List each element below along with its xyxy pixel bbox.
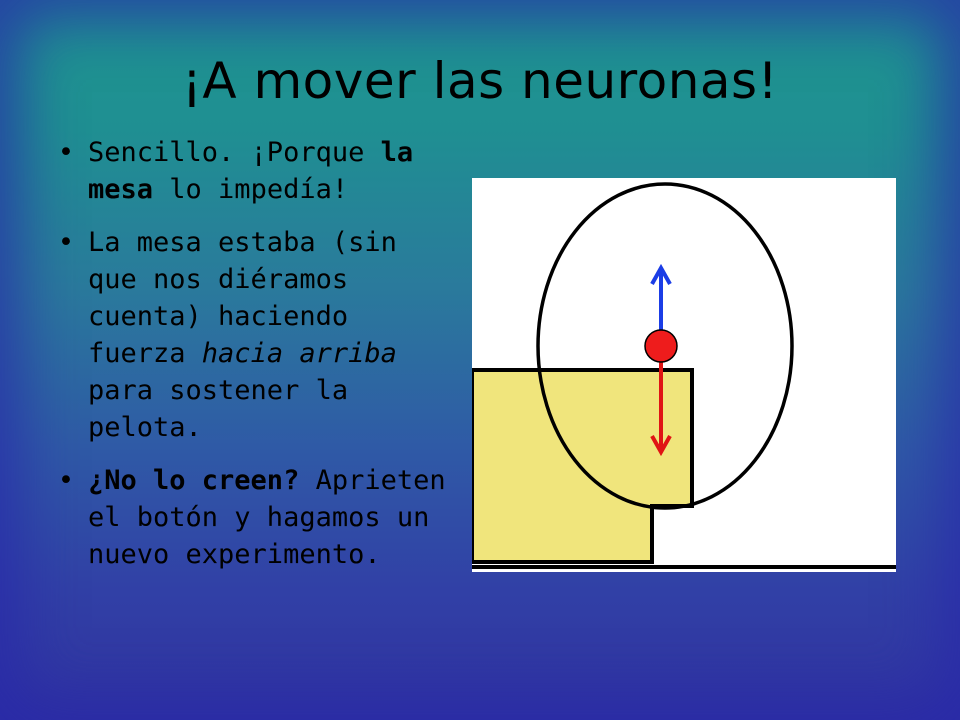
- bullet-3-text-b: Aprieten el botón y hagamos un nuevo exp…: [88, 465, 446, 570]
- bullet-list: • Sencillo. ¡Porque la mesa lo impedía! …: [50, 134, 450, 589]
- bullet-2-text-italic: hacia arriba: [201, 338, 397, 369]
- bullet-2-text-a: La mesa estaba (sin que nos diéramos cue…: [88, 227, 397, 369]
- bullet-1-text-bold: la mesa: [88, 137, 414, 205]
- arrow-up-icon: [650, 263, 672, 330]
- slide-title: ¡A mover las neuronas!: [181, 52, 779, 110]
- bullet-2-text-c: para sostener la pelota.: [88, 375, 349, 443]
- bullet-3-text-bold: ¿No lo creen?: [88, 465, 300, 496]
- bullet-marker: •: [58, 465, 74, 496]
- bullet-item-2: • La mesa estaba (sin que nos diéramos c…: [50, 224, 450, 446]
- ball-on-table-svg: [472, 182, 896, 569]
- bullet-marker: •: [58, 227, 74, 258]
- bullet-1-text-c: lo impedía!: [153, 174, 349, 205]
- bullet-marker: •: [58, 137, 74, 168]
- ball: [644, 329, 678, 363]
- bullet-item-3: • ¿No lo creen? Aprieten el botón y haga…: [50, 462, 450, 573]
- bullet-item-1: • Sencillo. ¡Porque la mesa lo impedía!: [50, 134, 450, 208]
- bullet-1-text-a: Sencillo. ¡Porque: [88, 137, 381, 168]
- physics-diagram: [472, 178, 896, 572]
- zoom-circle: [536, 182, 794, 510]
- arrow-down-icon: [650, 358, 672, 457]
